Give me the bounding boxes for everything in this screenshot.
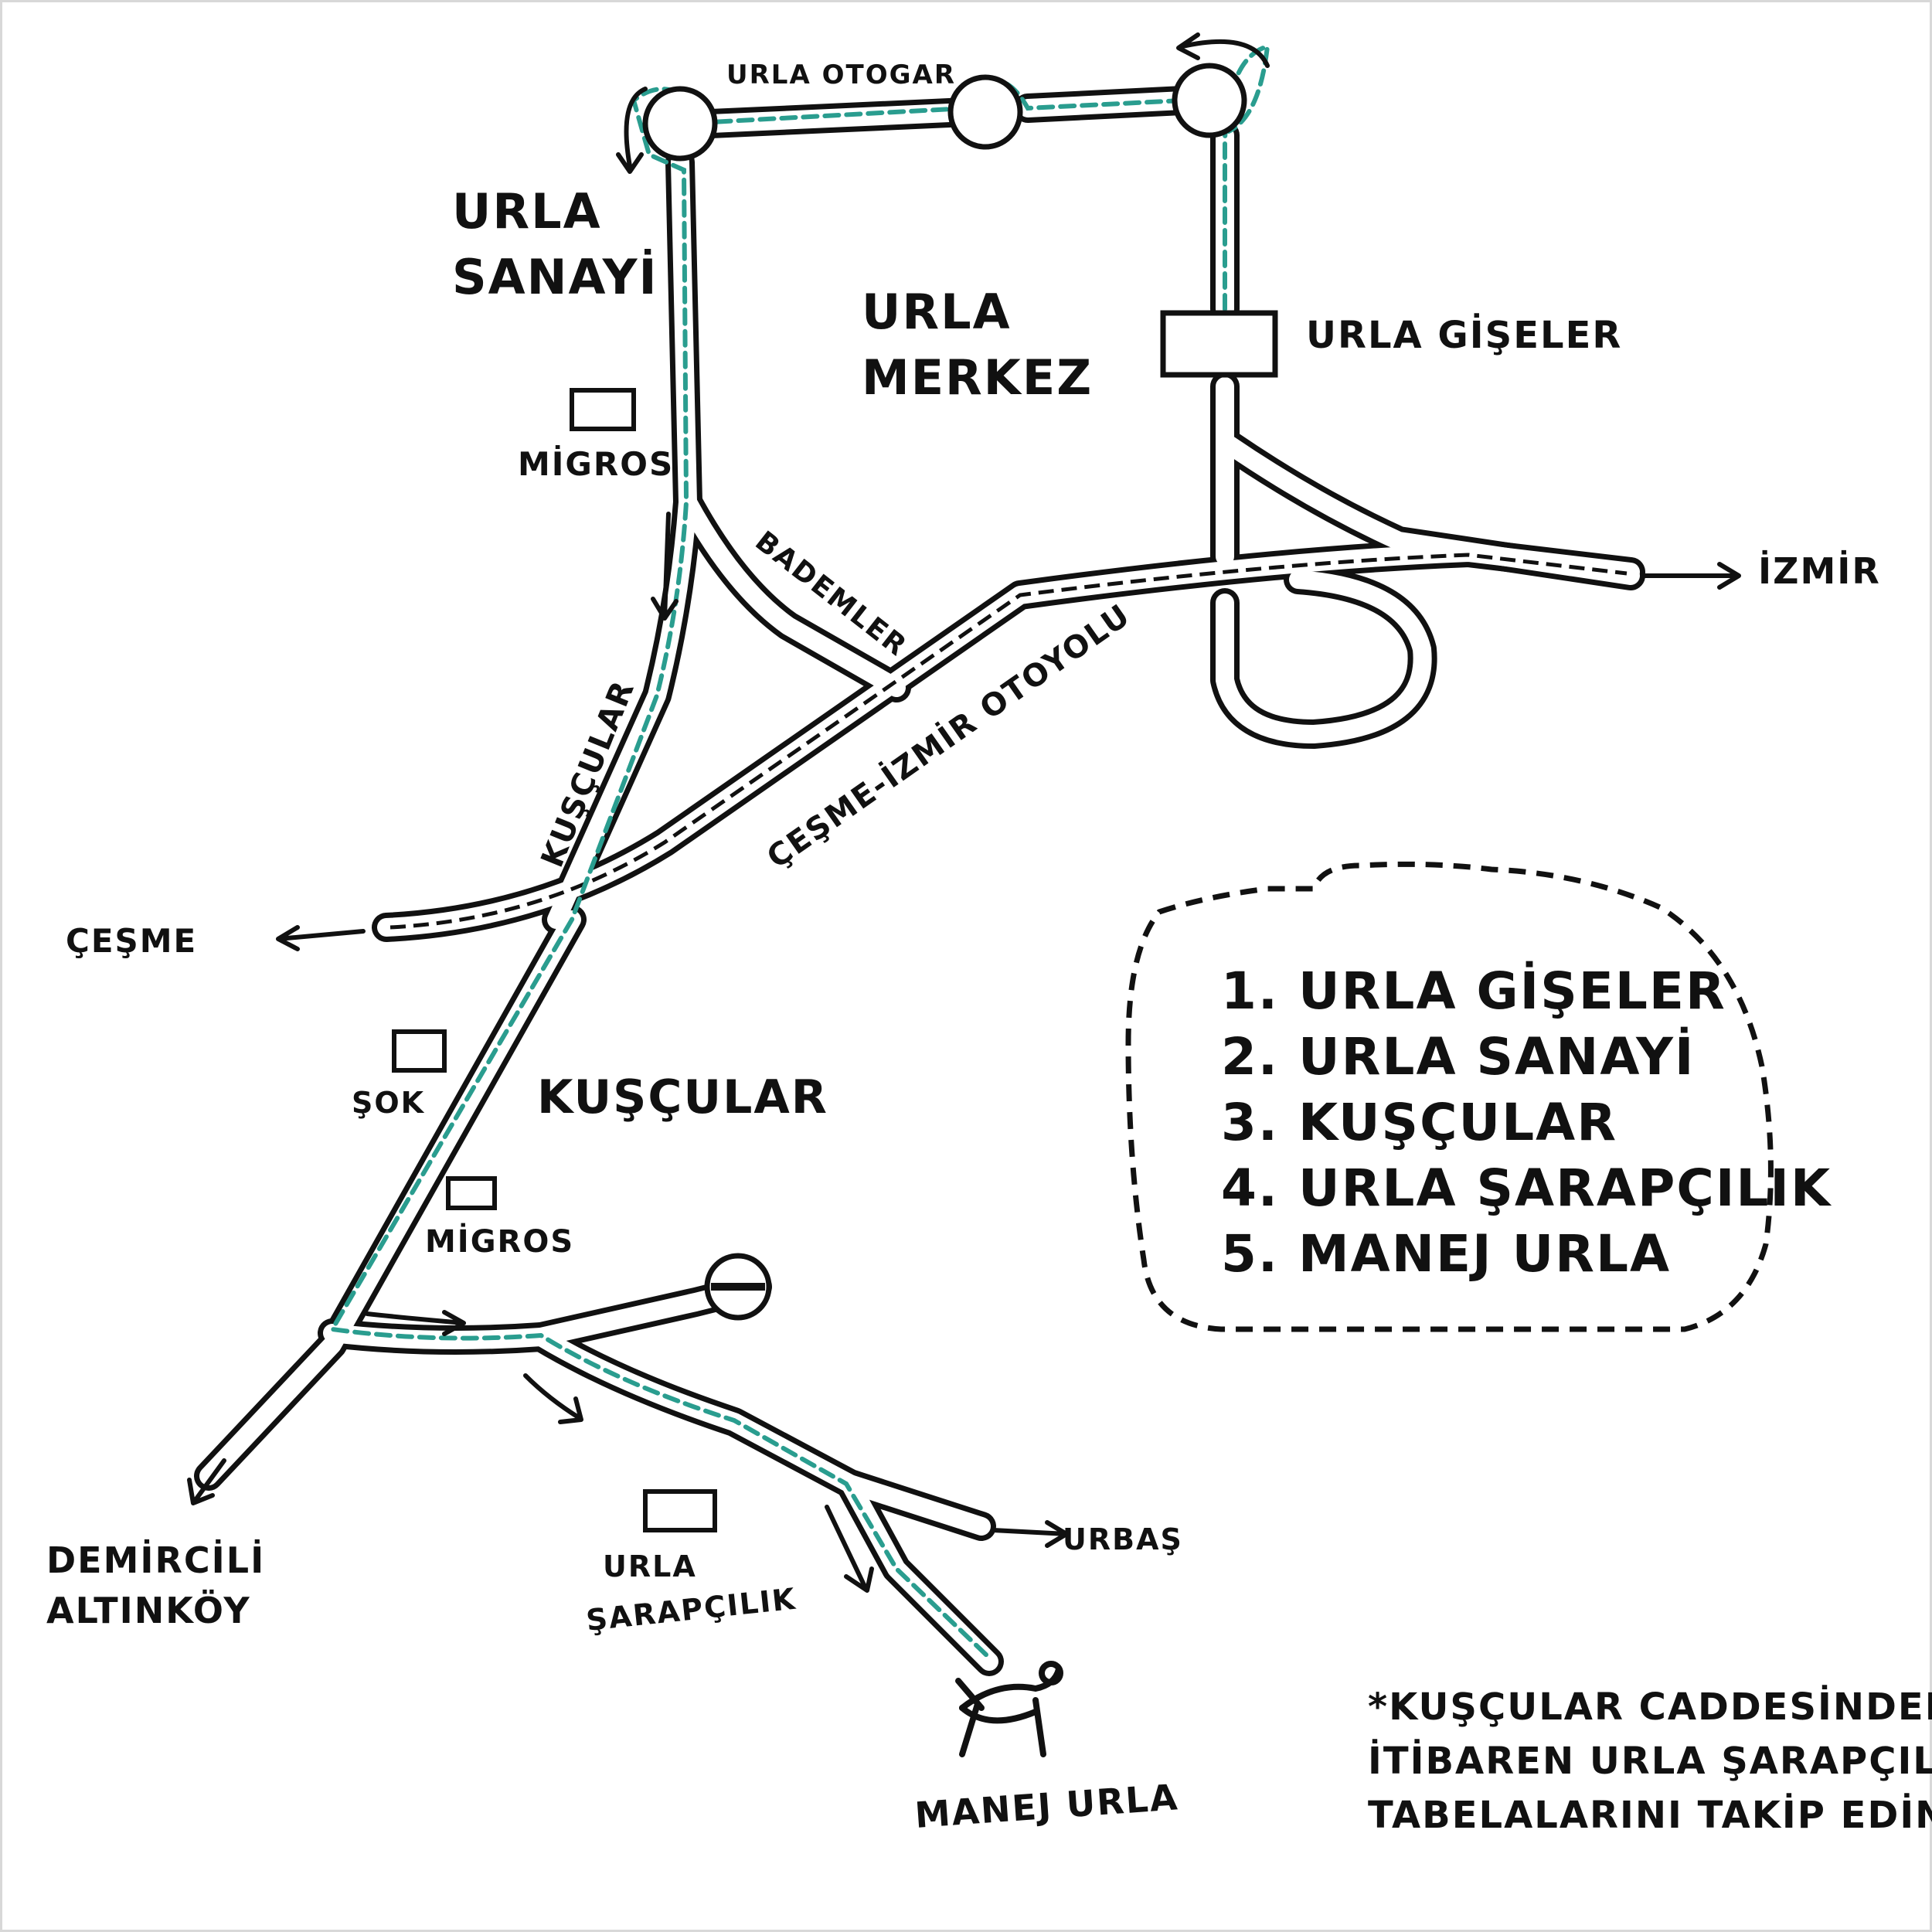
building-icon <box>446 1176 497 1210</box>
building-icon <box>570 388 636 431</box>
label-urla-otogar: URLA OTOGAR <box>726 60 956 90</box>
label-izmir: İZMİR <box>1758 550 1881 592</box>
label-sok: ŞOK <box>352 1086 425 1120</box>
legend-item: 1. URLA GİŞELER <box>1221 961 1726 1021</box>
arrow-down-road <box>523 1373 583 1424</box>
label-urla-sarapcilik-1: URLA <box>603 1549 697 1583</box>
label-manej-urla: MANEJ URLA <box>913 1776 1180 1836</box>
note-line: İTİBAREN URLA ŞARAPÇILIK <box>1368 1739 1932 1783</box>
arrow-urbas <box>991 1520 1069 1548</box>
label-urla-sarapcilik-2: ŞARAPÇILIK <box>584 1582 798 1638</box>
legend-item: 4. URLA ŞARAPÇILIK <box>1221 1158 1832 1218</box>
arrow-to-manej <box>825 1505 874 1593</box>
no-entry-icon <box>704 1253 772 1321</box>
label-demircili-2: ALTINKÖY <box>46 1590 251 1631</box>
note-line: *KUŞÇULAR CADDESİNDEN <box>1368 1685 1932 1729</box>
highway-centerline <box>389 553 1628 930</box>
arrow-cesme <box>276 925 366 951</box>
label-urbas: URBAŞ <box>1063 1522 1183 1556</box>
arrow-demircili <box>187 1458 226 1505</box>
label-kuscular-area: KUŞÇULAR <box>537 1070 828 1124</box>
roundabout-icon <box>642 86 718 162</box>
arrow-down-left-road <box>651 512 679 621</box>
note: *KUŞÇULAR CADDESİNDEN İTİBAREN URLA ŞARA… <box>1368 1685 1932 1837</box>
building-icon <box>392 1029 447 1073</box>
label-urla-sanayi-2: SANAYİ <box>452 249 658 305</box>
legend: 1. URLA GİŞELER 2. URLA SANAYİ 3. KUŞÇUL… <box>1125 861 1832 1332</box>
roundabout-icon <box>1172 63 1247 138</box>
legend-item: 3. KUŞÇULAR <box>1221 1093 1617 1152</box>
label-migros-bottom: MİGROS <box>425 1223 574 1260</box>
note-line: TABELALARINI TAKİP EDİN. <box>1368 1793 1932 1837</box>
label-urla-sanayi-1: URLA <box>452 183 602 240</box>
arrow-izmir <box>1640 562 1741 590</box>
label-urla-merkez-1: URLA <box>862 284 1012 340</box>
legend-item: 2. URLA SANAYİ <box>1221 1027 1695 1087</box>
legend-item: 5. MANEJ URLA <box>1221 1224 1671 1284</box>
label-migros-top: MİGROS <box>518 444 674 483</box>
legend-border <box>1125 861 1774 1332</box>
toll-gate-icon <box>1160 310 1278 378</box>
label-urla-merkez-2: MERKEZ <box>862 349 1093 406</box>
arrow-right-turn <box>365 1310 466 1336</box>
label-demircili-1: DEMİRCİLİ <box>46 1539 265 1581</box>
label-urla-giseler: URLA GİŞELER <box>1306 313 1622 357</box>
roundabout-icon <box>947 74 1023 150</box>
building-icon <box>643 1489 717 1532</box>
roundabout-direction-arrow <box>616 87 648 174</box>
label-cesme: ÇEŞME <box>66 922 197 960</box>
roundabout-direction-arrow <box>1176 32 1270 68</box>
horse-icon <box>955 1661 1063 1757</box>
